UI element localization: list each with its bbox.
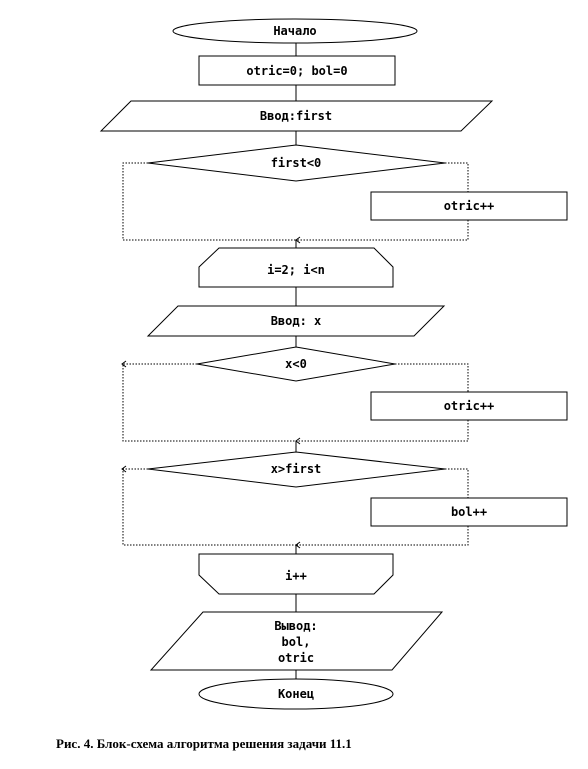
increment-bol-label: bol++ [451, 505, 487, 519]
increment-bol-process: bol++ [370, 497, 568, 527]
loop-arrow-markers [121, 360, 127, 473]
output-label-line-1: Вывод: [274, 619, 317, 633]
increment-otric-process-2: otric++ [370, 391, 568, 421]
loop-start-label: i=2; i<n [267, 263, 325, 277]
loop-end-hexagon: i++ [198, 553, 394, 595]
loop-end-label: i++ [285, 569, 307, 583]
input-x-label: Ввод: x [271, 314, 322, 328]
decision-first-negative-label: first<0 [271, 156, 322, 170]
figure-caption: Рис. 4. Блок-схема алгоритма решения зад… [56, 736, 352, 751]
increment-otric-process-1: otric++ [370, 191, 568, 221]
decision-1-branches [122, 162, 469, 244]
decision-first-negative: first<0 [147, 144, 446, 182]
increment-otric-label-1: otric++ [444, 199, 495, 213]
init-process: otric=0; bol=0 [198, 55, 396, 86]
decision-x-negative: x<0 [196, 346, 396, 382]
loop-start-hexagon: i=2; i<n [198, 247, 394, 288]
decision-x-negative-label: x<0 [285, 357, 307, 371]
decision-3-branches [122, 468, 469, 549]
start-label: Начало [273, 24, 316, 38]
init-label: otric=0; bol=0 [246, 64, 347, 78]
output-label-line-3: otric [278, 651, 314, 665]
end-label: Конец [278, 687, 314, 701]
decision-x-greater-first: x>first [147, 451, 446, 488]
decision-x-greater-first-label: x>first [271, 462, 322, 476]
input-x-parallelogram: Ввод: x [146, 305, 446, 337]
output-parallelogram: Вывод: bol, otric [149, 611, 444, 671]
start-terminator: Начало [172, 18, 418, 44]
increment-otric-label-2: otric++ [444, 399, 495, 413]
output-label-line-2: bol, [282, 635, 311, 649]
decision-2-branches [122, 363, 469, 445]
input-first-parallelogram: Ввод:first [99, 100, 494, 132]
input-first-label: Ввод:first [260, 109, 332, 123]
end-terminator: Конец [198, 678, 394, 710]
